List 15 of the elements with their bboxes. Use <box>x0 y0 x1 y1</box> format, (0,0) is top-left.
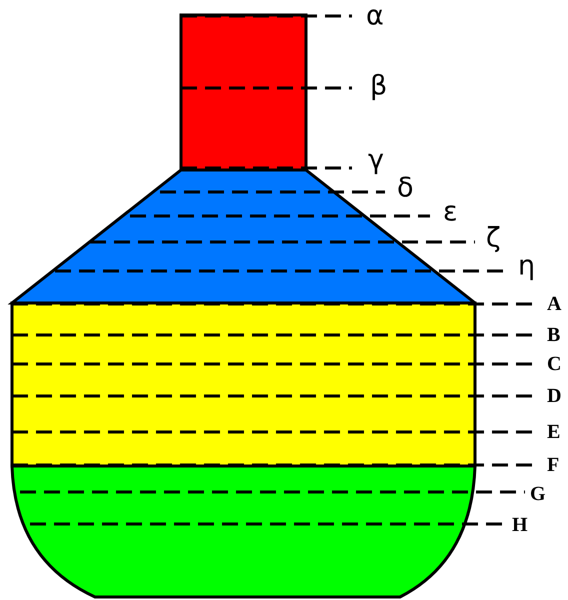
level-label: ε <box>443 198 458 226</box>
level-label: δ <box>397 174 414 202</box>
level-label: A <box>547 294 562 314</box>
level-label: γ <box>368 146 384 174</box>
level-label: F <box>547 455 560 475</box>
level-label: B <box>547 325 560 345</box>
level-label: G <box>530 484 546 504</box>
level-label: E <box>547 422 560 442</box>
level-label: η <box>518 252 536 280</box>
level-label: C <box>547 354 562 374</box>
level-label: H <box>512 515 528 535</box>
level-label: α <box>366 2 384 30</box>
level-label: β <box>370 72 388 100</box>
level-label: ζ <box>486 224 501 252</box>
level-label: D <box>547 386 562 406</box>
